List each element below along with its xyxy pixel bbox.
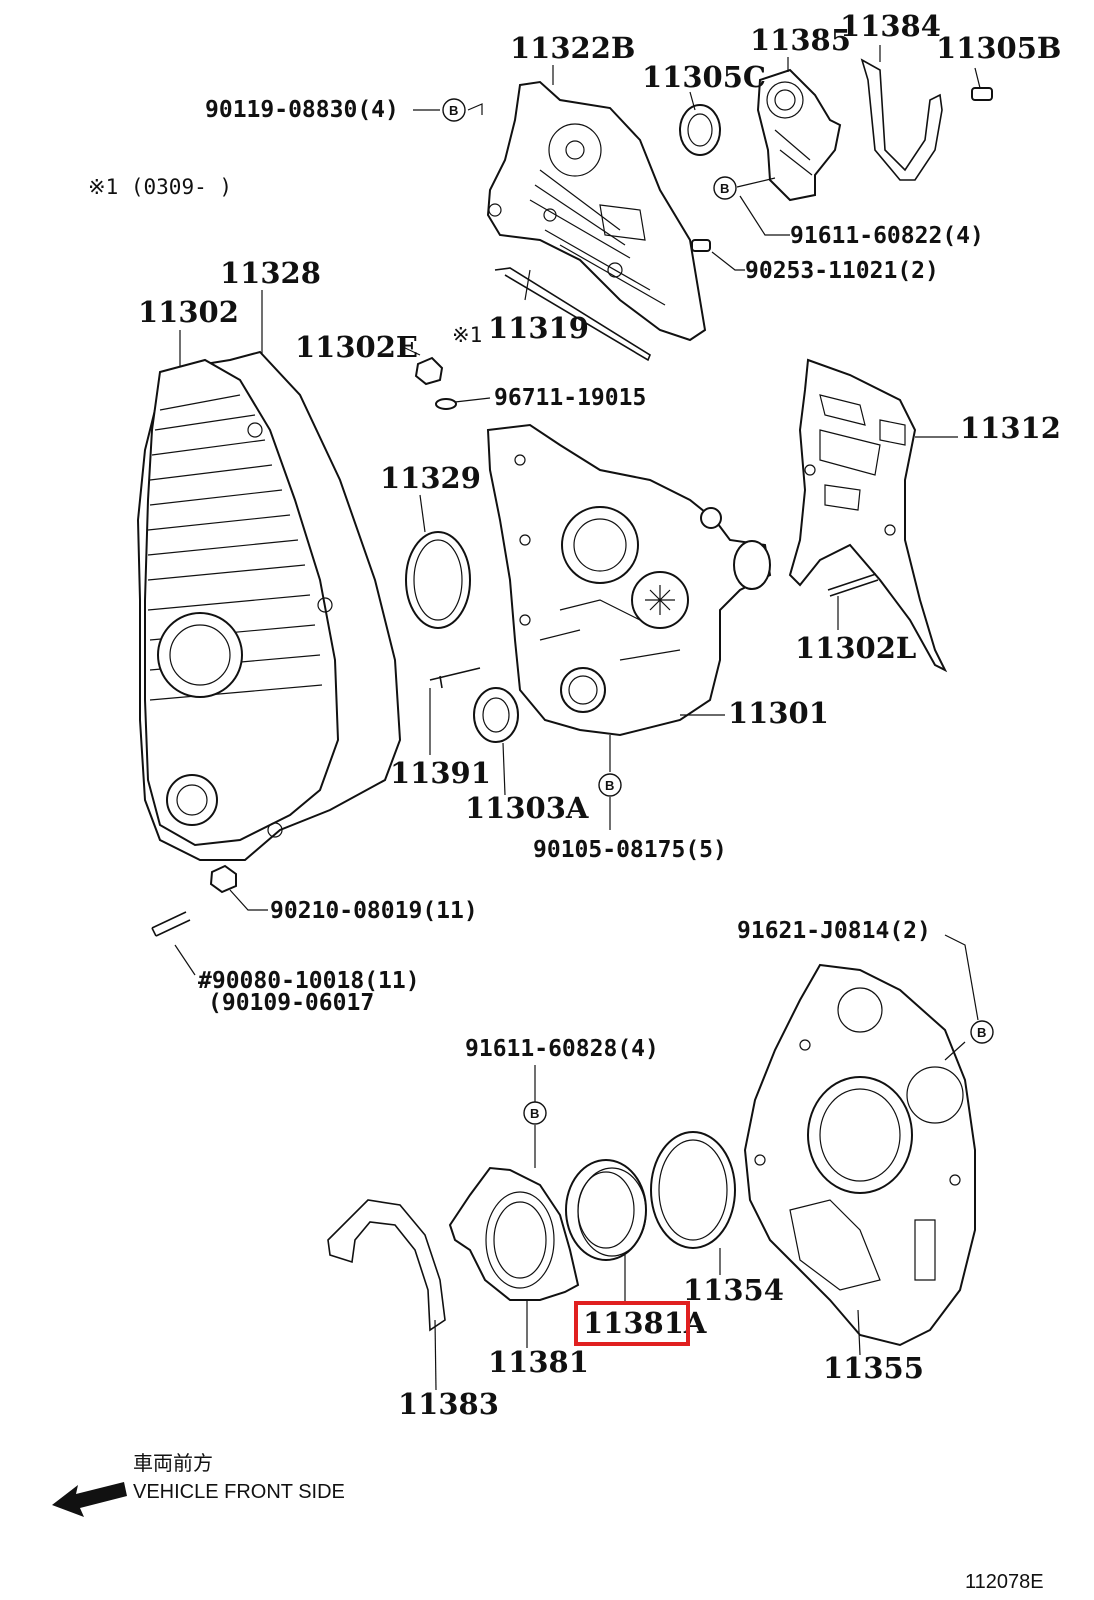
label-11302: 11302 <box>138 295 239 329</box>
seal-11303A-drawing <box>473 687 519 743</box>
label-11301: 11301 <box>728 696 829 730</box>
highlight-box-11381A <box>574 1301 690 1346</box>
seal-11354-drawing <box>650 1131 736 1249</box>
figure-code: 112078E <box>965 1571 1044 1593</box>
label-11329: 11329 <box>380 461 481 495</box>
label-90109-06017: (90109-06017 <box>208 990 374 1016</box>
label-11385: 11385 <box>750 23 851 57</box>
label-11305B: 11305B <box>936 31 1061 65</box>
rod-11319-drawing <box>494 267 651 362</box>
label-11319: 11319 <box>488 311 589 345</box>
label-11354: 11354 <box>683 1273 784 1307</box>
label-90253-11021: 90253-11021(2) <box>745 258 939 284</box>
gasket-11384-drawing <box>860 58 943 181</box>
b-marker-3: B <box>598 773 622 797</box>
svg-text:B: B <box>530 1106 539 1121</box>
label-90080-10018: #90080-10018(11) <box>198 968 420 994</box>
bolt-90080-drawing <box>151 911 191 937</box>
retainer-11381-drawing <box>448 1166 580 1301</box>
nut-11302E-drawing <box>414 356 444 386</box>
b-marker-4: B <box>970 1020 994 1044</box>
label-91611-60822: 91611-60822(4) <box>790 223 984 249</box>
vehicle-front-label-en: VEHICLE FRONT SIDE <box>133 1481 345 1503</box>
label-90105-08175: 90105-08175(5) <box>533 837 727 863</box>
seal-11381A-drawing <box>565 1159 647 1261</box>
b-marker-5: B <box>523 1101 547 1125</box>
gasket-11312-drawing <box>788 358 948 673</box>
seal-11305C-drawing <box>679 104 721 156</box>
leader-lines <box>174 45 981 1391</box>
rear-plate-11322B-drawing <box>486 80 707 342</box>
front-arrow-icon <box>52 1482 127 1517</box>
label-11328: 11328 <box>220 256 321 290</box>
bracket-11385-drawing <box>756 68 842 202</box>
label-11303A: 11303A <box>465 791 589 825</box>
label-91611-60828: 91611-60828(4) <box>465 1036 659 1062</box>
pin-11391-drawing <box>429 667 481 689</box>
label-90119-08830: 90119-08830(4) <box>205 97 399 123</box>
svg-text:B: B <box>720 181 729 196</box>
label-11381: 11381 <box>488 1345 589 1379</box>
label-11384: 11384 <box>840 9 941 43</box>
label-11312: 11312 <box>960 411 1061 445</box>
label-11383: 11383 <box>398 1387 499 1421</box>
oring-96711-drawing <box>435 398 457 410</box>
gasket-11383-drawing <box>327 1199 446 1332</box>
timing-cover-11302-drawing <box>136 350 402 861</box>
label-91621-J0814: 91621-J0814(2) <box>737 918 931 944</box>
pin-11305B-drawing <box>971 87 993 101</box>
nut-90210-drawing <box>209 864 237 894</box>
label-11322B: 11322B <box>510 31 635 65</box>
end-plate-11355-drawing <box>743 963 976 1347</box>
vehicle-front-label-jp: 車両前方 <box>133 1452 213 1475</box>
note-x1-11319: ※1 <box>452 323 482 347</box>
svg-text:B: B <box>977 1025 986 1040</box>
label-11355: 11355 <box>823 1351 924 1385</box>
pin-90253-drawing <box>691 239 711 252</box>
svg-text:B: B <box>449 103 458 118</box>
label-11305C: 11305C <box>642 60 766 94</box>
b-marker-2: B <box>713 176 737 200</box>
gasket-11329-drawing <box>405 531 471 629</box>
label-11302L: 11302L <box>795 631 916 665</box>
label-90210-08019: 90210-08019(11) <box>270 898 478 924</box>
label-11391: 11391 <box>390 756 491 790</box>
note-x1-range: ※1 (0309- ) <box>88 175 232 199</box>
front-case-11301-drawing <box>486 423 772 737</box>
b-marker-1: B <box>442 98 466 122</box>
stud-11302L-drawing <box>827 573 879 597</box>
svg-text:B: B <box>605 778 614 793</box>
label-11302E: 11302E <box>295 330 418 364</box>
label-96711-19015: 96711-19015 <box>494 385 646 411</box>
